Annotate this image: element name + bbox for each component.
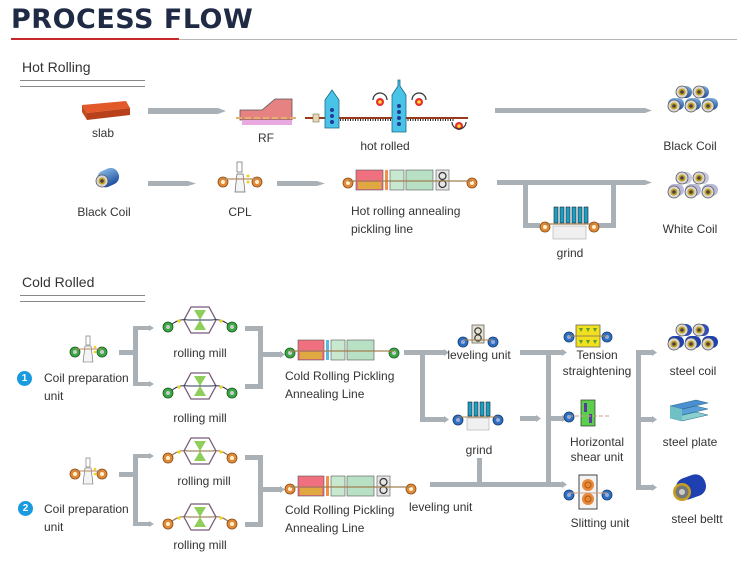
connector-arrow bbox=[148, 181, 188, 186]
slab-icon bbox=[82, 101, 130, 120]
node-label-leveling-unit-2: leveling unit bbox=[409, 500, 473, 514]
node-label-horizontal: Horizontal bbox=[569, 435, 625, 449]
coil-preparation-icon-1 bbox=[69, 335, 108, 363]
connector-bracket bbox=[430, 349, 567, 488]
node-label-slitting-unit: Slitting unit bbox=[570, 516, 630, 530]
rolling-mill-icon-3 bbox=[162, 437, 238, 465]
rolling-mill-icon-4 bbox=[162, 503, 238, 531]
single-coil-icon bbox=[95, 167, 120, 188]
node-label-rolling-mill-1: rolling mill bbox=[173, 346, 227, 360]
node-label-coil-prep-2-unit: unit bbox=[44, 520, 64, 534]
cold-rolling-line-icon-2 bbox=[284, 475, 417, 497]
steel-coil-icon bbox=[667, 323, 718, 351]
connector-arrow bbox=[495, 108, 645, 113]
grind-bypass-connector bbox=[497, 180, 652, 228]
node-label-steel-belt: steel beltt bbox=[671, 512, 723, 526]
step-badge-1: 1 bbox=[17, 371, 32, 386]
title-underline bbox=[179, 39, 737, 40]
node-label-leveling-unit-1: leveling unit bbox=[447, 348, 511, 362]
step-badge-2: 2 bbox=[18, 501, 33, 516]
node-label-slab: slab bbox=[91, 126, 115, 140]
node-label-coil-prep-2: Coil preparation bbox=[44, 502, 129, 516]
horizontal-shear-icon bbox=[563, 399, 610, 427]
rolling-mill-icon-2 bbox=[162, 372, 238, 400]
title-underline-accent bbox=[11, 38, 179, 40]
node-label-cold-line-2b: Annealing Line bbox=[285, 521, 365, 535]
cold-rolling-line-icon-1 bbox=[284, 339, 400, 361]
annealing-pickling-line-icon bbox=[342, 169, 478, 191]
section-divider bbox=[20, 80, 145, 87]
coil-preparation-icon-2 bbox=[69, 457, 108, 485]
node-label-white-coil: White Coil bbox=[662, 222, 718, 236]
node-label-black-coil: Black Coil bbox=[663, 139, 717, 153]
node-label-grind-cold: grind bbox=[465, 443, 493, 457]
coil-stack-icon-black-coil bbox=[667, 85, 718, 113]
hot-rolling-mill-icon bbox=[305, 79, 468, 133]
node-label-pickling-line: pickling line bbox=[351, 222, 414, 236]
node-label-rf: RF bbox=[258, 131, 274, 145]
leveling-unit-icon bbox=[457, 324, 499, 348]
section-title-cold-rolled: Cold Rolled bbox=[22, 274, 95, 290]
node-label-cold-line-1: Cold Rolling Pickling bbox=[285, 369, 395, 383]
grinder-icon bbox=[539, 206, 600, 240]
rolling-mill-icon-1 bbox=[162, 306, 238, 334]
node-label-straightening: straightening bbox=[562, 364, 632, 378]
steel-plate-icon bbox=[669, 399, 709, 422]
slitting-unit-icon bbox=[563, 474, 613, 510]
connector-bracket bbox=[245, 326, 285, 527]
node-label-rolling-mill-4: rolling mill bbox=[173, 538, 227, 552]
connector-bracket bbox=[636, 349, 657, 491]
steel-belt-icon bbox=[673, 474, 707, 501]
tension-straightening-icon bbox=[563, 324, 613, 348]
page-title: PROCESS FLOW bbox=[11, 4, 254, 35]
node-label-hot-rolled: hot rolled bbox=[360, 139, 410, 153]
node-label-steel-plate: steel plate bbox=[662, 435, 718, 449]
node-label-cpl: CPL bbox=[228, 205, 252, 219]
node-label-rolling-mill-3: rolling mill bbox=[177, 474, 231, 488]
node-label-shear-unit: shear unit bbox=[570, 450, 624, 464]
section-title-hot-rolling: Hot Rolling bbox=[22, 59, 91, 75]
node-label-hot-rolling-annealing: Hot rolling annealing bbox=[351, 204, 461, 218]
section-divider bbox=[20, 295, 145, 302]
node-label-coil-prep-1-unit: unit bbox=[44, 389, 64, 403]
node-label-cold-line-2: Cold Rolling Pickling bbox=[285, 503, 395, 517]
node-label-black-coil-input: Black Coil bbox=[77, 205, 131, 219]
node-label-grind: grind bbox=[556, 246, 584, 260]
coil-preparation-icon-cpl bbox=[217, 161, 263, 193]
node-label-coil-prep-1: Coil preparation bbox=[44, 371, 129, 385]
grinder-icon-cold bbox=[452, 401, 504, 431]
connector-arrow bbox=[277, 181, 317, 186]
node-label-cold-line-1b: Annealing Line bbox=[285, 387, 365, 401]
coil-stack-icon-white-coil bbox=[667, 171, 718, 199]
reheating-furnace-icon bbox=[236, 98, 296, 125]
connector-arrow bbox=[148, 108, 218, 114]
connector-bracket bbox=[404, 349, 449, 423]
connector-bracket bbox=[119, 325, 154, 527]
node-label-rolling-mill-2: rolling mill bbox=[173, 411, 227, 425]
node-label-steel-coil: steel coil bbox=[669, 364, 717, 378]
node-label-tension: Tension bbox=[576, 348, 618, 362]
